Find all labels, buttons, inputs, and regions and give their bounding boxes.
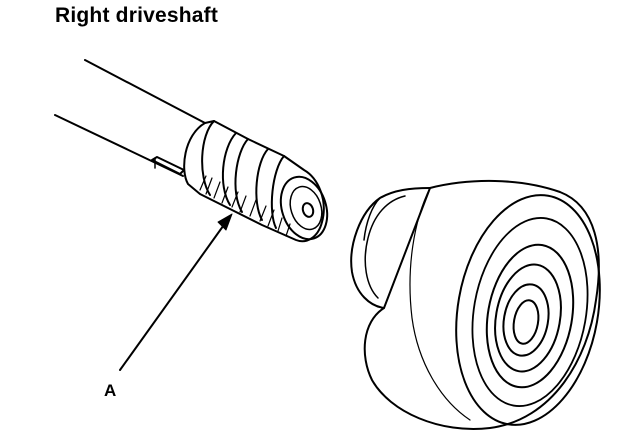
stub-end-face bbox=[279, 175, 329, 241]
housing-ring-1 bbox=[485, 243, 575, 389]
stub-ring-5 bbox=[270, 155, 285, 229]
shaft-edge-upper bbox=[84, 59, 206, 124]
cv-joint-housing bbox=[350, 179, 601, 430]
callout-a-leader bbox=[119, 221, 227, 371]
stub-ring-1 bbox=[201, 120, 215, 196]
stub-ring-4 bbox=[255, 148, 269, 221]
callout-a: A bbox=[104, 213, 233, 400]
housing-ring-2 bbox=[494, 263, 562, 373]
housing-face-outer bbox=[455, 194, 601, 426]
shaft-clip bbox=[151, 156, 185, 175]
spline-hatching bbox=[199, 175, 291, 237]
callout-a-label: A bbox=[104, 381, 116, 400]
housing-outer bbox=[363, 179, 600, 430]
stub-center-hole bbox=[301, 202, 315, 218]
callout-a-arrowhead bbox=[217, 213, 233, 231]
stub-ring-2 bbox=[221, 132, 237, 206]
housing-bore-outer bbox=[502, 283, 550, 357]
diagram-title: Right driveshaft bbox=[55, 4, 219, 27]
driveshaft bbox=[54, 59, 206, 177]
stub-end-face-inner bbox=[289, 185, 323, 231]
stub-ring-3 bbox=[234, 138, 249, 213]
housing-face-chamfer bbox=[471, 217, 589, 407]
housing-bore bbox=[512, 299, 540, 345]
housing-neck bbox=[350, 187, 431, 309]
splined-stub bbox=[183, 120, 329, 243]
